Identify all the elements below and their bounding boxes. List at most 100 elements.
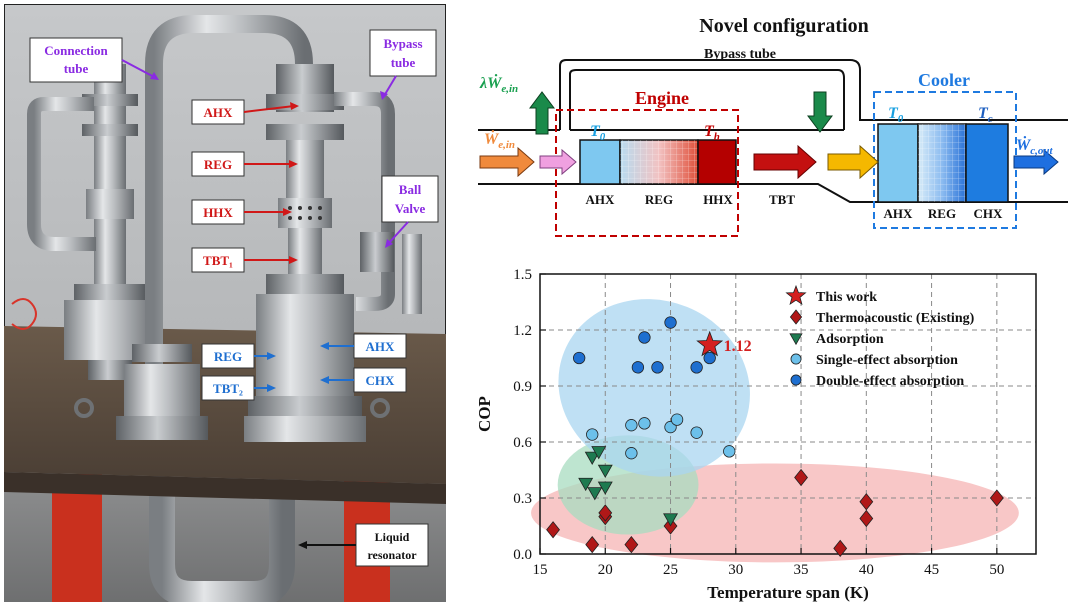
cooler-ahx-block (877, 123, 919, 203)
point-adsorption (587, 487, 603, 501)
point-adsorption (591, 446, 607, 460)
point-thermoacoustic-existing (585, 536, 600, 554)
engine-ahx-label: AHX (586, 192, 616, 207)
cooler-label: Cooler (918, 70, 970, 90)
point-single-effect-absorption (723, 445, 736, 458)
y-axis-label: COP (475, 396, 494, 432)
point-single-effect-absorption (638, 417, 651, 430)
point-adsorption (597, 464, 613, 479)
green-up-arrow (529, 91, 555, 135)
label-ahx-red: AHX (204, 105, 234, 120)
legend-marker-this-work (785, 284, 807, 306)
annotation-label: 1.12 (724, 338, 752, 355)
point-single-effect-absorption (625, 447, 638, 460)
point-thermoacoustic-existing (859, 509, 874, 528)
point-double-effect-absorption (651, 361, 664, 374)
point-thermoacoustic-existing (546, 521, 560, 539)
bypass-tube-label: Bypass tube (704, 47, 776, 62)
point-double-effect-absorption (690, 361, 703, 374)
point-adsorption (584, 451, 600, 465)
point-double-effect-absorption (572, 351, 586, 365)
label-tbt2-blue: TBT₂ (213, 381, 243, 396)
cooler-chx-label: CHX (974, 206, 1004, 221)
legend-label-thermoacoustic-existing: Thermoacoustic (Existing) (816, 311, 975, 326)
x-tick-label: 15 (533, 562, 548, 578)
callout-bypass-tube-line1: Bypass (383, 36, 422, 51)
callout-ball-valve-line2: Valve (395, 201, 426, 216)
callout-ball-valve-line1: Ball (399, 182, 422, 197)
legend-label-adsorption: Adsorption (816, 332, 884, 347)
schematic-title: Novel configuration (699, 15, 868, 37)
label-reg-blue: REG (214, 349, 242, 364)
t0-cooler-label: T0 (888, 105, 904, 125)
engine-hhx-label: HHX (703, 192, 733, 207)
y-tick-label: 0.0 (513, 547, 532, 563)
plot-frame (539, 273, 1037, 555)
point-single-effect-absorption (670, 413, 684, 426)
w-in-label: Ẇe,in (484, 129, 515, 151)
x-tick-label: 50 (989, 562, 1004, 578)
y-tick-label: 1.2 (513, 323, 532, 339)
point-single-effect-absorption (625, 419, 638, 432)
x-tick-label: 45 (924, 562, 939, 578)
point-thermoacoustic-existing (859, 493, 874, 511)
t0-engine-label: T0 (590, 123, 606, 143)
x-tick-label: 30 (728, 562, 743, 578)
orange-input-arrow (479, 146, 535, 178)
label-ahx-blue: AHX (366, 339, 396, 354)
cooler-ahx-label: AHX (884, 206, 914, 221)
legend-label-single-effect-absorption: Single-effect absorption (816, 353, 958, 368)
th-engine-label: Th (704, 123, 720, 143)
pink-arrow (539, 148, 577, 176)
legend-marker-thermoacoustic-existing (789, 309, 803, 325)
legend-label-double-effect-absorption: Double-effect absorption (816, 374, 964, 389)
label-hhx-red: HHX (203, 205, 233, 220)
point-adsorption (663, 513, 679, 527)
legend-marker-double-effect-absorption (790, 374, 802, 386)
cooler-chx-block (965, 123, 1009, 203)
y-tick-label: 0.3 (513, 491, 532, 507)
point-adsorption (578, 477, 594, 492)
y-tick-label: 1.5 (513, 267, 532, 283)
engine-ahx-block (579, 139, 621, 185)
novel-configuration-schematic: Novel configuration Bypass tube Engine C… (478, 15, 1068, 237)
point-thermoacoustic-existing (794, 468, 808, 487)
callout-liquid-resonator-line1: Liquid (375, 530, 410, 544)
point-thermoacoustic-existing (989, 489, 1004, 507)
point-thermoacoustic-existing (624, 536, 639, 554)
tbt-label: TBT (769, 192, 795, 207)
legend-marker-adsorption (789, 333, 803, 346)
point-double-effect-absorption (664, 316, 677, 329)
x-tick-label: 25 (663, 562, 678, 578)
engine-label: Engine (635, 88, 689, 108)
point-adsorption (597, 481, 613, 495)
x-tick-label: 40 (859, 562, 874, 578)
point-double-effect-absorption (703, 351, 716, 365)
tc-cooler-label: Tc (978, 105, 993, 125)
green-down-arrow (807, 91, 833, 133)
w-out-label: Ẇc,out (1016, 135, 1053, 157)
lambda-w-label: λẆe,in (479, 73, 518, 95)
callout-connection-tube-line2: tube (64, 61, 89, 76)
x-tick-label: 20 (598, 562, 613, 578)
point-double-effect-absorption (631, 361, 645, 374)
label-tbt1-red: TBT₁ (203, 253, 233, 268)
engine-hhx-block (697, 139, 737, 185)
y-tick-label: 0.6 (513, 435, 532, 451)
callout-liquid-resonator-line2: resonator (367, 548, 417, 562)
point-single-effect-absorption (586, 428, 599, 441)
label-chx-blue: CHX (366, 373, 396, 388)
callout-bypass-tube-line2: tube (391, 55, 416, 70)
legend-marker-single-effect-absorption (790, 353, 802, 365)
point-this-work (696, 330, 724, 357)
blue-output-arrow (1013, 148, 1059, 176)
experimental-rig-photo: Connection tube Bypass tube Ball Valve L… (4, 4, 446, 602)
point-thermoacoustic-existing (833, 539, 848, 558)
x-axis-label: Temperature span (K) (707, 583, 869, 602)
legend-label-this-work: This work (816, 290, 877, 305)
tbt-red-arrow (753, 144, 817, 180)
point-double-effect-absorption (638, 331, 651, 344)
point-thermoacoustic-existing (598, 504, 613, 522)
label-reg-red: REG (204, 157, 232, 172)
